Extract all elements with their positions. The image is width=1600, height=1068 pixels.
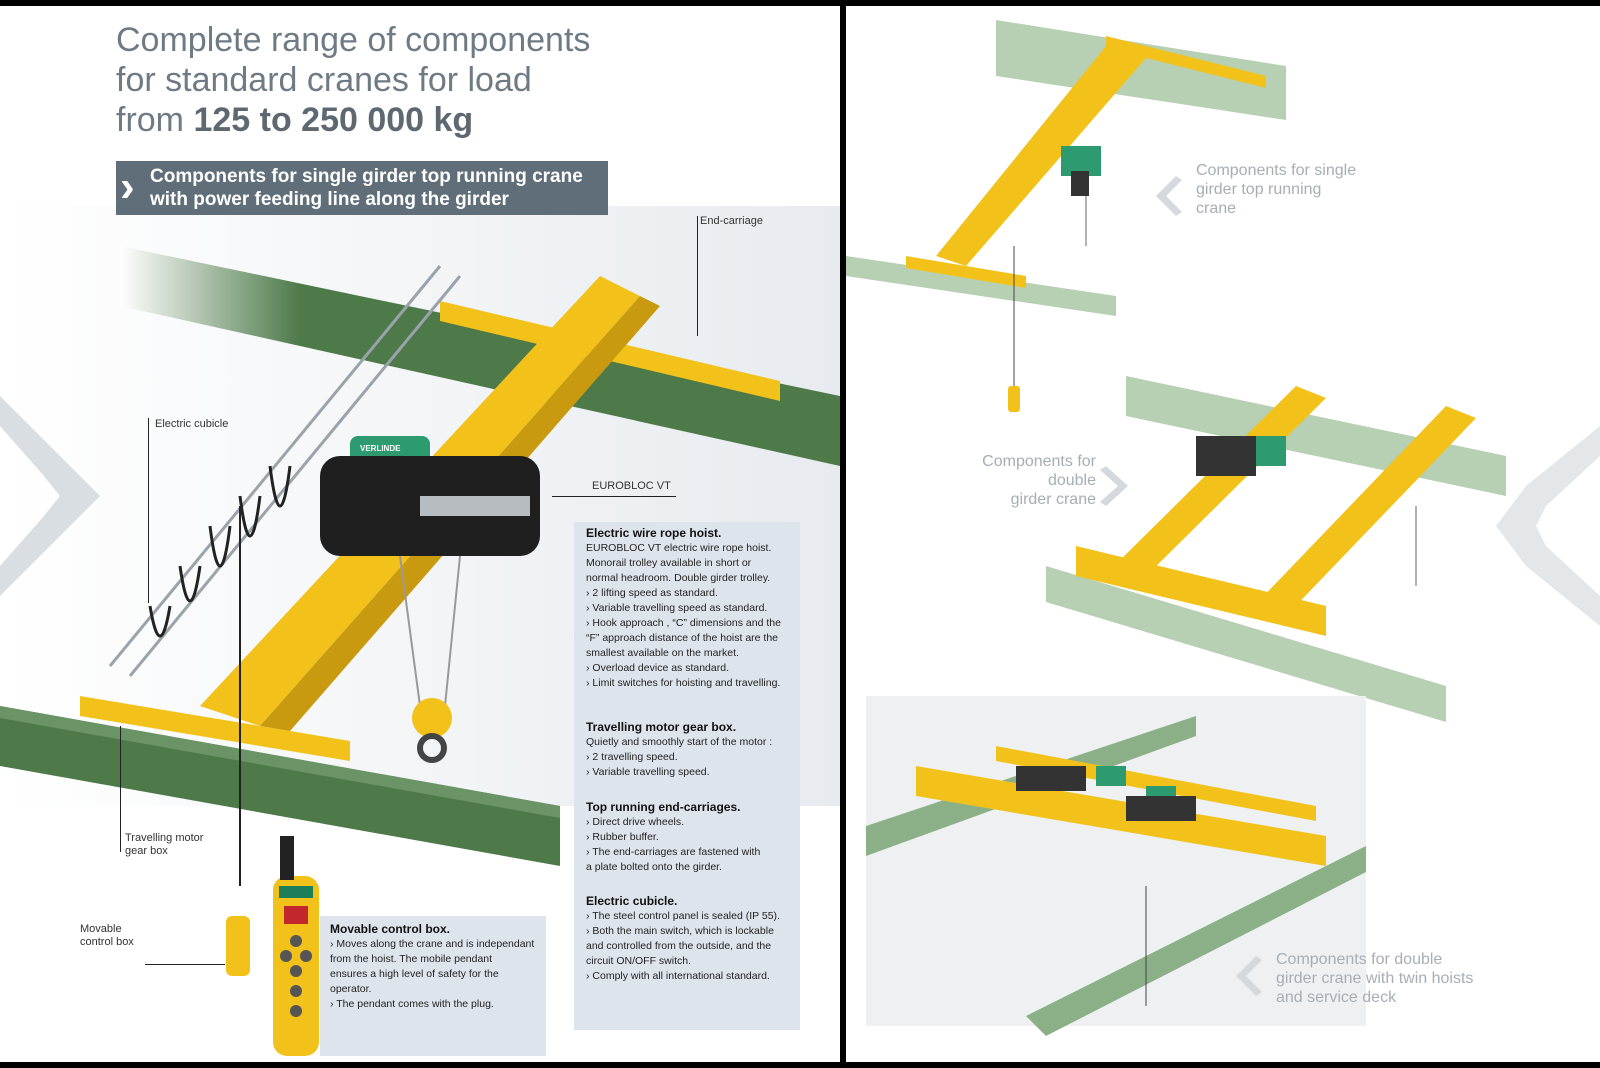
top-runway-beam: [120, 246, 840, 466]
callout-end-carriage: End-carriage: [700, 215, 763, 227]
twin-hoist-crane: [866, 696, 1366, 1036]
chevron-decoration: [0, 396, 100, 596]
pendant: [1008, 386, 1020, 412]
double-girder-crane: [1046, 376, 1506, 722]
section-banner: › Components for single girder top runni…: [116, 161, 608, 215]
hoist: [1096, 766, 1126, 786]
hoist-brand: VERLINDE: [360, 444, 401, 453]
label-twin-hoists: Components for double girder crane with …: [1276, 951, 1474, 1006]
pendant-button: [290, 1005, 302, 1017]
leader-line: [697, 216, 698, 336]
label-double-girder: Components for double girder crane: [982, 453, 1096, 508]
chevron-left-icon: [1156, 176, 1182, 216]
festoon-rail: [108, 265, 442, 667]
right-page: Components for single girder top running…: [846, 6, 1600, 1062]
single-girder-crane-illustration: [0, 206, 840, 1056]
crane-variants-illustration: [846, 20, 1600, 1036]
beam-highlight: [0, 706, 560, 818]
festoon-cables: [148, 465, 292, 638]
title-emphasis: 125 to 250 000 kg: [193, 101, 474, 139]
hoist-rope: [399, 555, 421, 707]
leader-line: [552, 496, 676, 497]
pendant-button: [290, 965, 302, 977]
info-gearbox: Travelling motor gear box. Quietly and s…: [586, 720, 773, 778]
hoist-drum: [1071, 171, 1089, 196]
hoist-rope: [444, 555, 461, 707]
info-panel: Electric wire rope hoist. EUROBLOC VT el…: [574, 522, 800, 1030]
trolley: [1196, 436, 1256, 476]
end-carriage: [906, 256, 1026, 288]
title-line-2: for standard cranes for load: [116, 61, 532, 99]
info-electric-cubicle: Electric cubicle. › The steel control pa…: [586, 894, 780, 982]
trolley: [1126, 796, 1196, 821]
title-line-1: Complete range of components: [116, 21, 591, 59]
chevron-decoration: [1496, 426, 1600, 626]
callout-travelling-motor: Travelling motor gear box: [125, 832, 204, 857]
pendant-cable-grip: [280, 836, 294, 880]
chevron-left-icon: [1236, 956, 1262, 996]
runway-beam: [1026, 846, 1366, 1036]
hook: [417, 733, 447, 763]
runway-beam: [996, 20, 1286, 120]
callout-electric-cubicle: Electric cubicle: [155, 418, 229, 430]
girder: [1256, 406, 1476, 616]
girder: [996, 746, 1316, 821]
pendant-button: [290, 985, 302, 997]
bottom-runway-beam: [0, 706, 560, 866]
end-carriage-bottom: [80, 696, 350, 761]
callout-movable-control: Movable control box: [80, 923, 134, 948]
pendant-button: [300, 950, 312, 962]
pendant-display: [279, 886, 313, 898]
callout-eurobloc: EUROBLOC VT: [592, 480, 671, 492]
hoist-trolley: [420, 496, 530, 516]
single-girder-crane: [846, 20, 1286, 412]
chevron-right-icon: [1100, 466, 1128, 506]
trolley: [1016, 766, 1086, 791]
girder: [936, 46, 1146, 266]
banner-line-1: Components for single girder top running…: [150, 166, 583, 187]
info-control-box: Movable control box. › Moves along the c…: [330, 922, 535, 1010]
label-single-girder: Components for single girder top running…: [1196, 162, 1357, 217]
end-carriage: [1106, 36, 1266, 88]
page-title: Complete range of components for standar…: [116, 20, 590, 140]
runway-beam: [846, 256, 1116, 316]
info-hoist: Electric wire rope hoist. EUROBLOC VT el…: [586, 526, 781, 689]
emergency-stop: [284, 906, 308, 924]
pendant-button: [280, 950, 292, 962]
info-end-carriages: Top running end-carriages. › Direct driv…: [586, 800, 761, 873]
pendant-button: [290, 935, 302, 947]
control-box-panel: Movable control box. › Moves along the c…: [320, 916, 546, 1056]
pendant-small: [226, 916, 250, 976]
banner-line-2: with power feeding line along the girder: [150, 189, 509, 210]
leader-line: [148, 418, 149, 603]
hook-block: [412, 698, 452, 738]
runway-beam: [1046, 566, 1446, 722]
title-line-3: from 125 to 250 000 kg: [116, 101, 474, 139]
leader-line: [120, 726, 121, 852]
end-carriage: [1076, 546, 1326, 636]
festoon-rail: [128, 275, 462, 677]
leader-line: [145, 964, 225, 965]
left-page: Complete range of components for standar…: [0, 6, 840, 1062]
chevron-right-icon: ›: [120, 162, 135, 211]
